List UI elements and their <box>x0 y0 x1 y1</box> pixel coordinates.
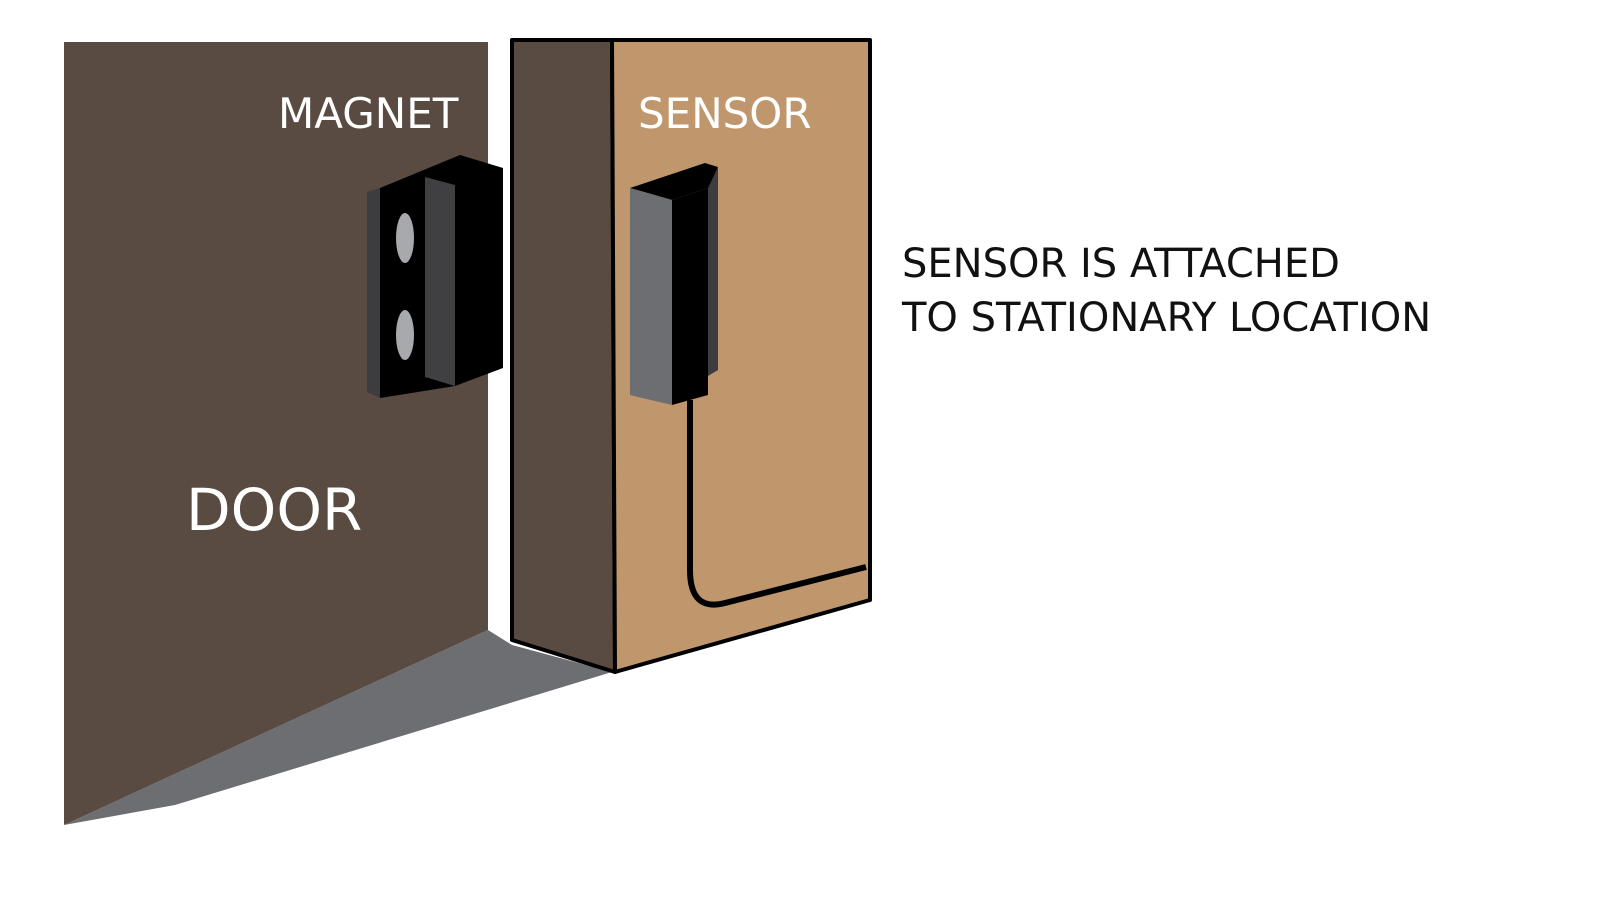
magnet-icon <box>367 155 503 398</box>
sensor-cable <box>687 400 867 608</box>
sensor-icon <box>630 163 718 405</box>
door-label: DOOR <box>186 476 362 544</box>
caption-line-1: SENSOR IS ATTACHED <box>902 241 1340 287</box>
magnet-dot <box>396 213 414 263</box>
door-shadow <box>64 630 612 825</box>
caption-line-2: TO STATIONARY LOCATION <box>901 295 1431 341</box>
magnet-label: MAGNET <box>278 89 459 138</box>
sensor-label: SENSOR <box>638 89 812 138</box>
magnet-dot <box>396 310 414 360</box>
frame-side <box>510 38 617 674</box>
